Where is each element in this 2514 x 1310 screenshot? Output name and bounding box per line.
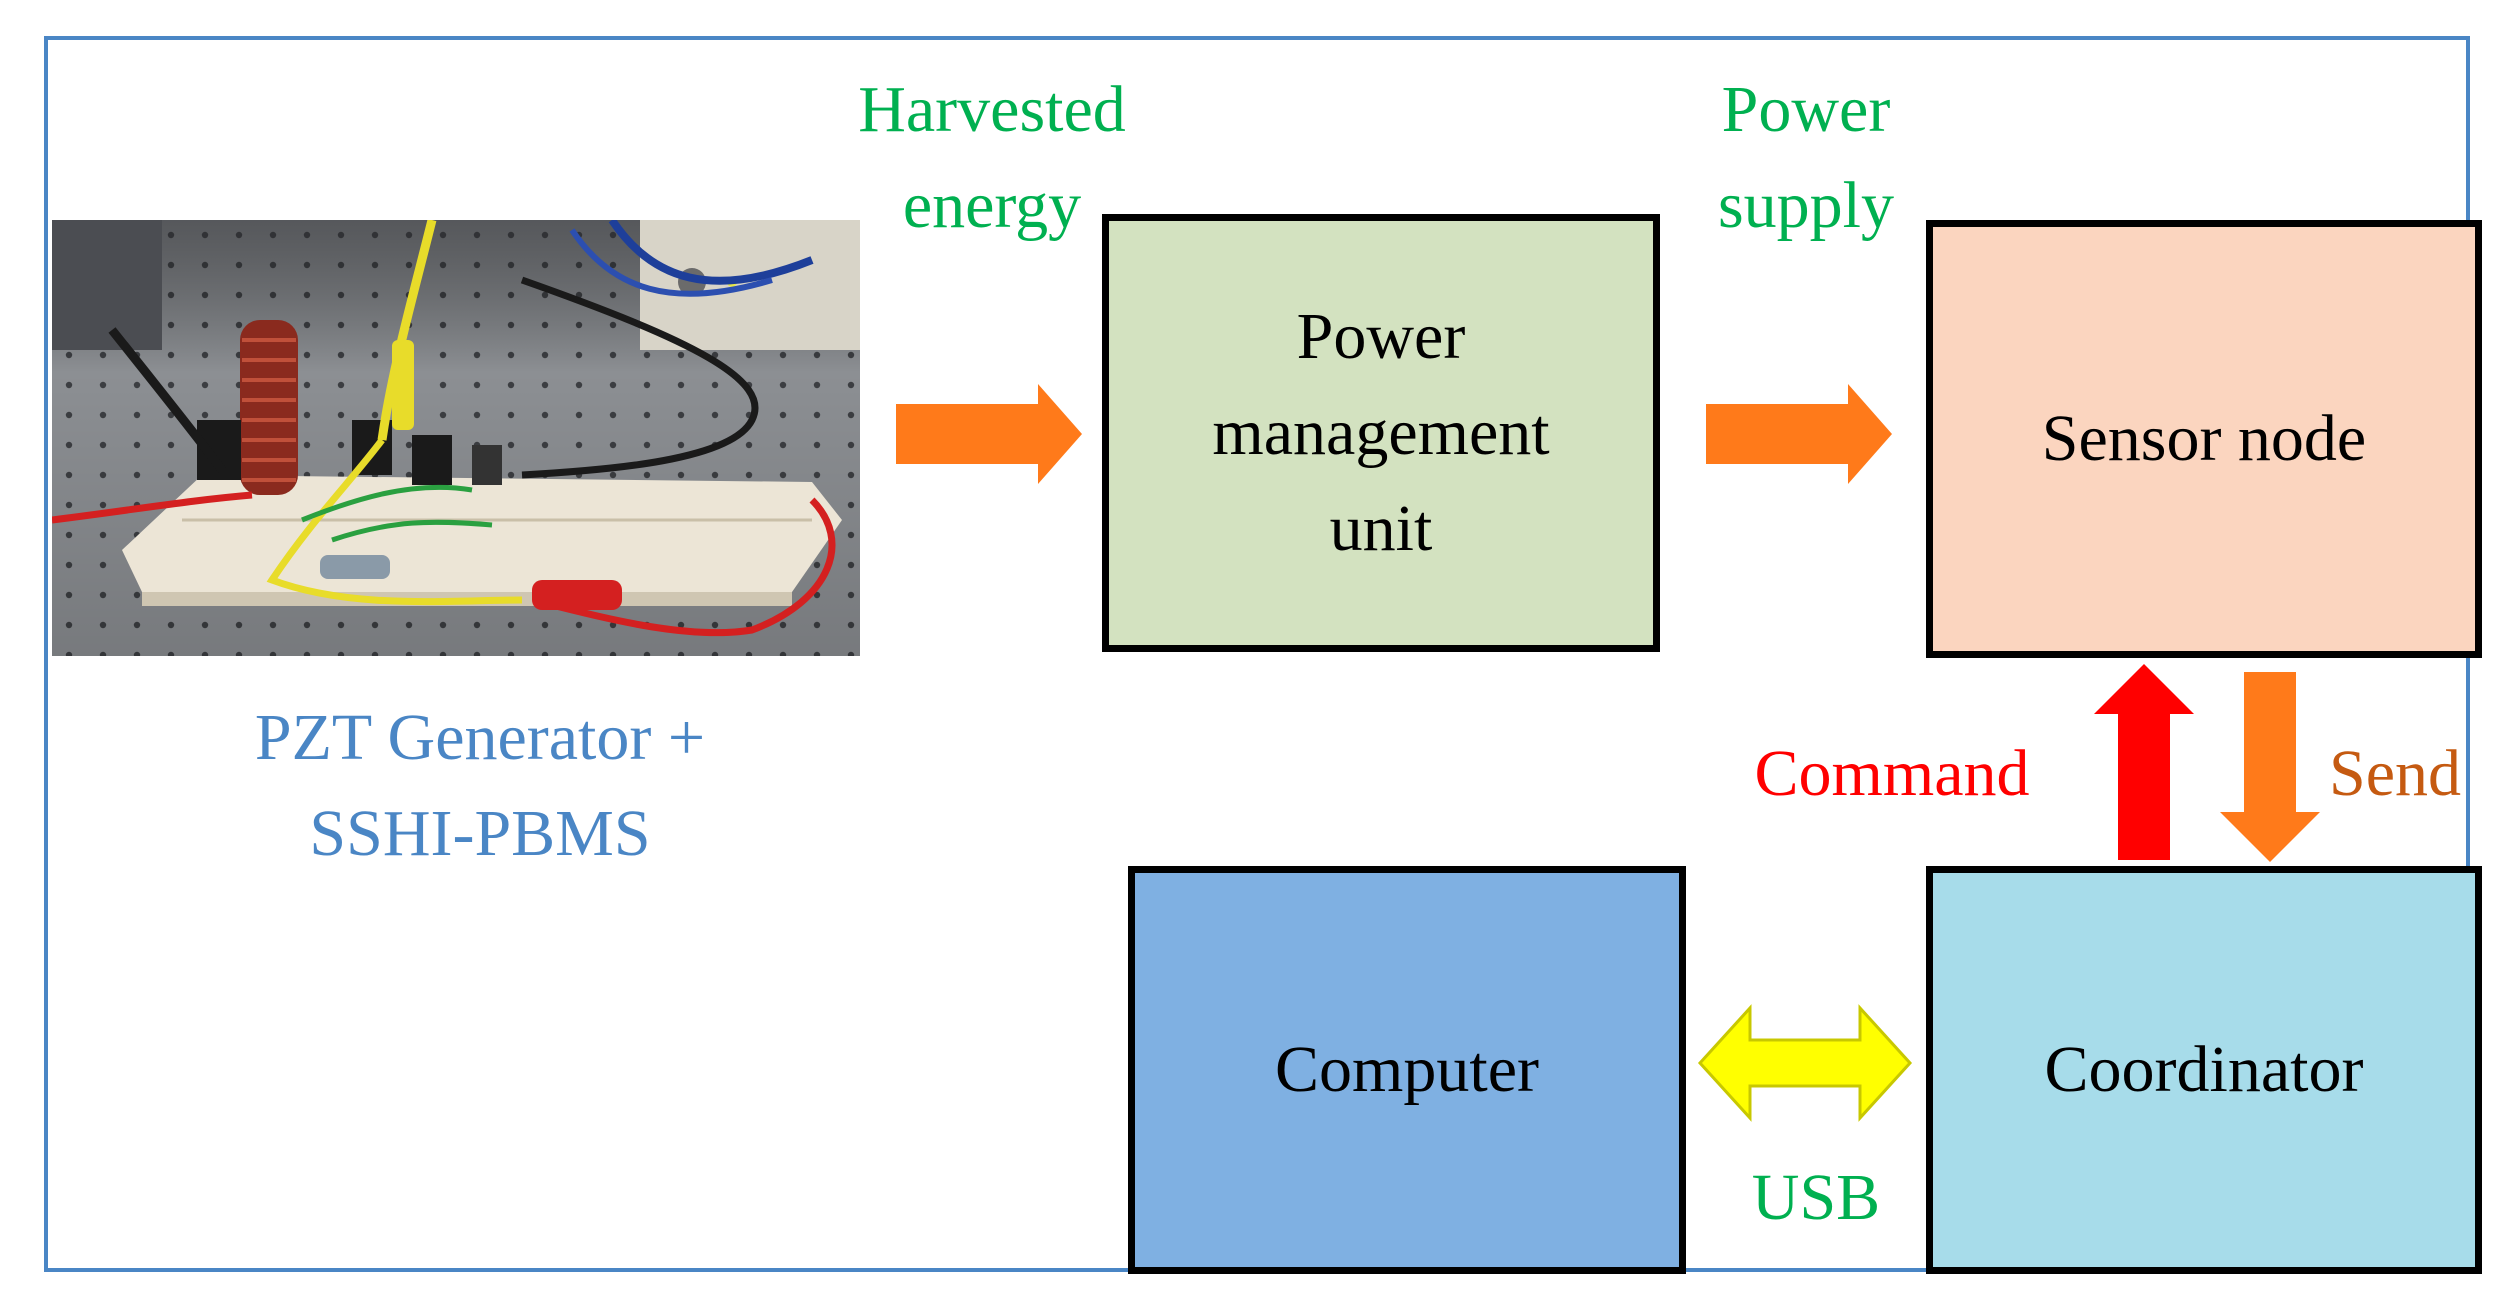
power-supply-arrow — [1706, 384, 1892, 484]
sensor-node-box: Sensor node — [1926, 220, 2482, 658]
harvested-energy-arrow — [896, 384, 1082, 484]
power-management-unit-label: Power management unit — [1212, 300, 1550, 565]
coordinator-box: Coordinator — [1926, 866, 2482, 1274]
command-label: Command — [1754, 737, 2030, 810]
send-arrow — [2220, 672, 2320, 862]
power-management-unit-box: Power management unit — [1102, 214, 1660, 652]
usb-label: USB — [1751, 1161, 1881, 1234]
power-supply-label: Power supply — [1717, 73, 1895, 242]
breadboard-photo — [52, 220, 860, 656]
generator-caption: PZT Generator + SSHI-PBMS — [254, 701, 706, 870]
send-label: Send — [2329, 737, 2461, 810]
coordinator-label: Coordinator — [2044, 1033, 2364, 1107]
computer-box: Computer — [1128, 866, 1686, 1274]
command-arrow — [2094, 664, 2194, 860]
usb-bidirectional-arrow — [1697, 1004, 1913, 1122]
sensor-node-label: Sensor node — [2041, 402, 2367, 476]
computer-label: Computer — [1275, 1033, 1539, 1107]
harvested-energy-label: Harvested energy — [858, 73, 1126, 242]
